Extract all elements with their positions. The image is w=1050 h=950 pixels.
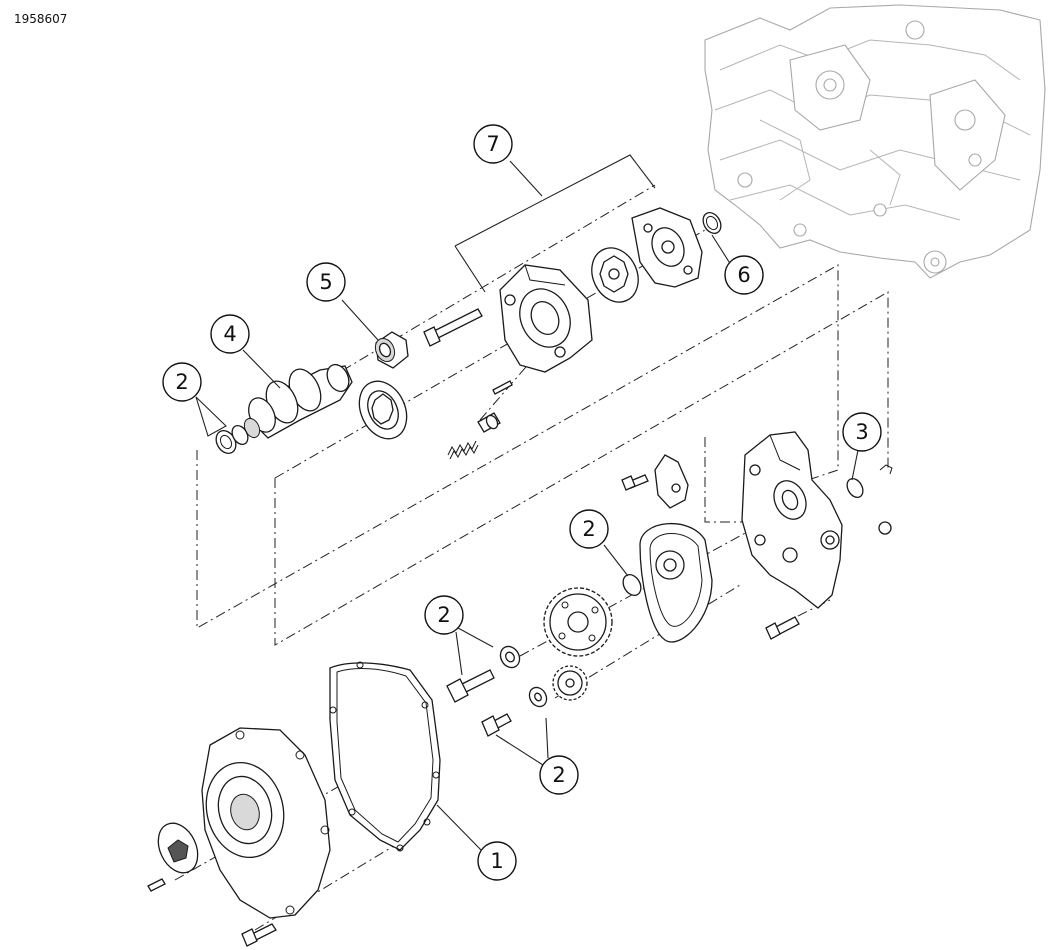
bolt-2b (446, 669, 495, 703)
small-sprocket (552, 665, 588, 701)
callout-2d-label: 2 (582, 517, 595, 541)
callout-2a-label: 2 (175, 370, 188, 394)
callout-7: 7 (473, 124, 513, 164)
callout-2c: 2 (539, 755, 579, 795)
shaft-4 (243, 363, 353, 439)
callout-5: 5 (306, 262, 346, 302)
oil-pump-assembly (423, 207, 703, 460)
callout-5-label: 5 (319, 270, 332, 294)
cover-bolt-bottom (241, 923, 277, 947)
callout-3-label: 3 (855, 420, 868, 444)
pump-housing (499, 264, 593, 373)
cover-plate-small (157, 822, 199, 874)
relief-valve-spring (447, 440, 479, 460)
leader-lines (195, 154, 859, 852)
o-ring-6 (702, 212, 722, 234)
small-clip (879, 464, 893, 475)
callout-6-label: 6 (737, 263, 750, 287)
callout-2d: 2 (569, 509, 609, 549)
callout-2b-label: 2 (437, 603, 450, 627)
callout-1: 1 (477, 841, 517, 881)
drive-chain (639, 522, 713, 643)
cover-gasket (329, 661, 441, 852)
callout-3: 3 (842, 412, 882, 452)
callout-2c-label: 2 (552, 763, 565, 787)
bolt-2c (481, 713, 512, 737)
washer-set-2a (215, 425, 249, 454)
chain-tensioner (654, 454, 689, 509)
pump-body-right (741, 431, 843, 609)
washer-2b (499, 645, 521, 669)
callout-6: 6 (724, 255, 764, 295)
pump-long-bolt (423, 308, 483, 347)
engine-cover (201, 727, 331, 919)
large-bearing (358, 380, 408, 440)
pump-mount-bolt (765, 616, 800, 640)
relief-valve-plunger (477, 412, 501, 433)
callout-7-label: 7 (486, 132, 499, 156)
washer-2c (528, 686, 548, 708)
o-ring-3 (846, 478, 864, 498)
relief-valve-pin (492, 380, 513, 395)
large-sprocket (543, 587, 613, 657)
callout-2a: 2 (162, 362, 202, 402)
callout-4-label: 4 (223, 322, 236, 346)
cover-screw-small (147, 878, 166, 892)
callout-1-label: 1 (490, 849, 503, 873)
callout-2b: 2 (424, 595, 464, 635)
figure-id: 1958607 (14, 12, 68, 26)
engine-crankcase (704, 4, 1046, 279)
bearing-5 (374, 331, 409, 369)
pump-cover-plate (631, 207, 703, 288)
o-ring-2d (622, 574, 642, 596)
tensioner-bolt (621, 474, 649, 491)
pump-rotor (591, 247, 639, 303)
callout-4: 4 (210, 314, 250, 354)
plug (878, 521, 892, 535)
